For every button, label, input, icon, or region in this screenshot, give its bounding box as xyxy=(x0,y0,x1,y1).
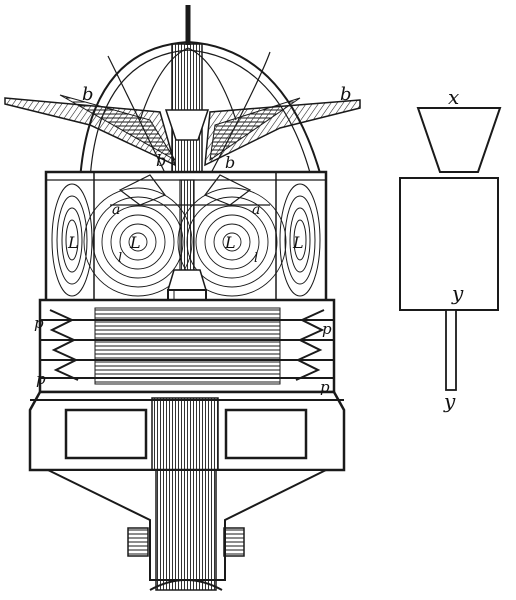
upper-bracing xyxy=(110,174,270,206)
label-y-lower: y xyxy=(443,389,456,413)
shutter-panels xyxy=(4,94,361,167)
label-l-right-lower: l xyxy=(254,251,258,266)
label-L2: L xyxy=(129,233,141,252)
label-L4: L xyxy=(292,233,304,252)
label-b-inner-left: b xyxy=(156,151,166,170)
inner-lens-right xyxy=(177,187,287,297)
label-l-left-lower: l xyxy=(118,251,122,266)
label-b-inner-right: b xyxy=(225,153,235,172)
letter-labels: b b b b a a L L L L l l p p p p x y y xyxy=(34,84,464,413)
label-b-right-top: b xyxy=(340,84,352,105)
pedestal-base xyxy=(28,390,346,591)
label-x: x xyxy=(448,85,459,109)
label-p1: p xyxy=(34,314,44,332)
label-L3: L xyxy=(224,233,236,252)
label-b-left-top: b xyxy=(82,84,94,105)
label-a-left: a xyxy=(112,202,120,218)
label-y-upper: y xyxy=(451,281,464,305)
label-L1: L xyxy=(67,233,79,252)
prism-rings xyxy=(38,298,336,394)
label-p2: p xyxy=(322,320,332,338)
label-a-right: a xyxy=(252,202,260,218)
side-lens-left xyxy=(51,183,93,297)
auxiliary-diagram xyxy=(399,107,502,391)
label-p3: p xyxy=(36,370,46,388)
label-p4: p xyxy=(320,378,330,396)
side-lens-right xyxy=(279,183,321,297)
